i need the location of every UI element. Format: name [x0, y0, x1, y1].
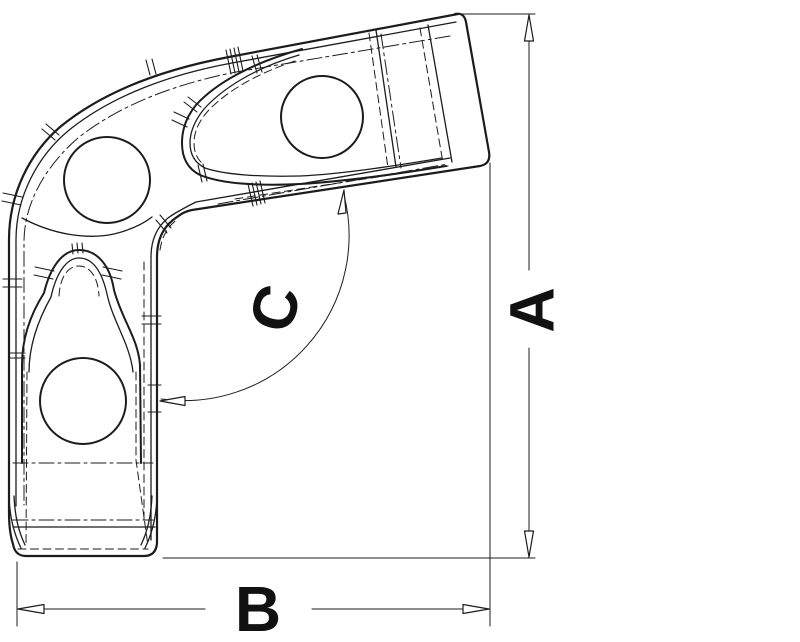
lower-fork-inner: [28, 257, 134, 373]
dimension-label-a: A: [498, 287, 568, 333]
arrowhead-c-bottom: [159, 395, 186, 407]
lower-fork-outer: [21, 249, 142, 464]
bolt-hole-lower: [39, 357, 127, 445]
bolt-hole-upper: [280, 75, 364, 159]
cap-groove-left-2: [13, 495, 26, 546]
socket-depth-centerline: [380, 33, 402, 169]
part-geometry: [1, 12, 491, 558]
lower-fork-hidden-left: [25, 371, 28, 547]
lower-fork-hidden-right: [135, 371, 149, 547]
end-cap-inner-edge: [427, 24, 453, 163]
cap-groove-left-1: [8, 497, 22, 549]
bolt-hole-center: [63, 136, 151, 224]
socket-hidden-1: [368, 32, 389, 169]
cap-groove-right-1: [144, 497, 158, 549]
segment-tick-marks: [1, 46, 266, 413]
upper-fork-hidden: [193, 60, 296, 165]
cap-groove-right-2: [140, 495, 153, 546]
socket-edge-line: [375, 29, 397, 168]
upper-fork-inner: [189, 54, 443, 177]
arrowhead-c-top: [337, 189, 347, 215]
arrowhead-a-up: [523, 14, 535, 42]
outer-outline: [7, 12, 491, 558]
upper-fork-outer: [181, 48, 447, 186]
dimension-label-b: B: [235, 573, 281, 642]
lower-fork-hidden-apex: [58, 265, 100, 297]
inner-wall-corner-bottom: [150, 157, 451, 541]
arrowhead-b-left: [17, 603, 45, 615]
dimension-c: [159, 189, 350, 407]
dimension-b: [16, 162, 491, 627]
center-web-line: [21, 216, 153, 237]
arrowhead-b-right: [462, 603, 490, 615]
socket-hidden-2: [419, 27, 444, 164]
arrowhead-a-down: [523, 530, 535, 558]
centerline-outer-curve: [23, 35, 451, 506]
centerline-slot: [217, 163, 449, 205]
angle-arc-c: [160, 194, 350, 402]
dimension-labels: A B C: [235, 278, 568, 642]
dimension-a: [162, 13, 536, 559]
dimension-label-c: C: [237, 278, 315, 339]
